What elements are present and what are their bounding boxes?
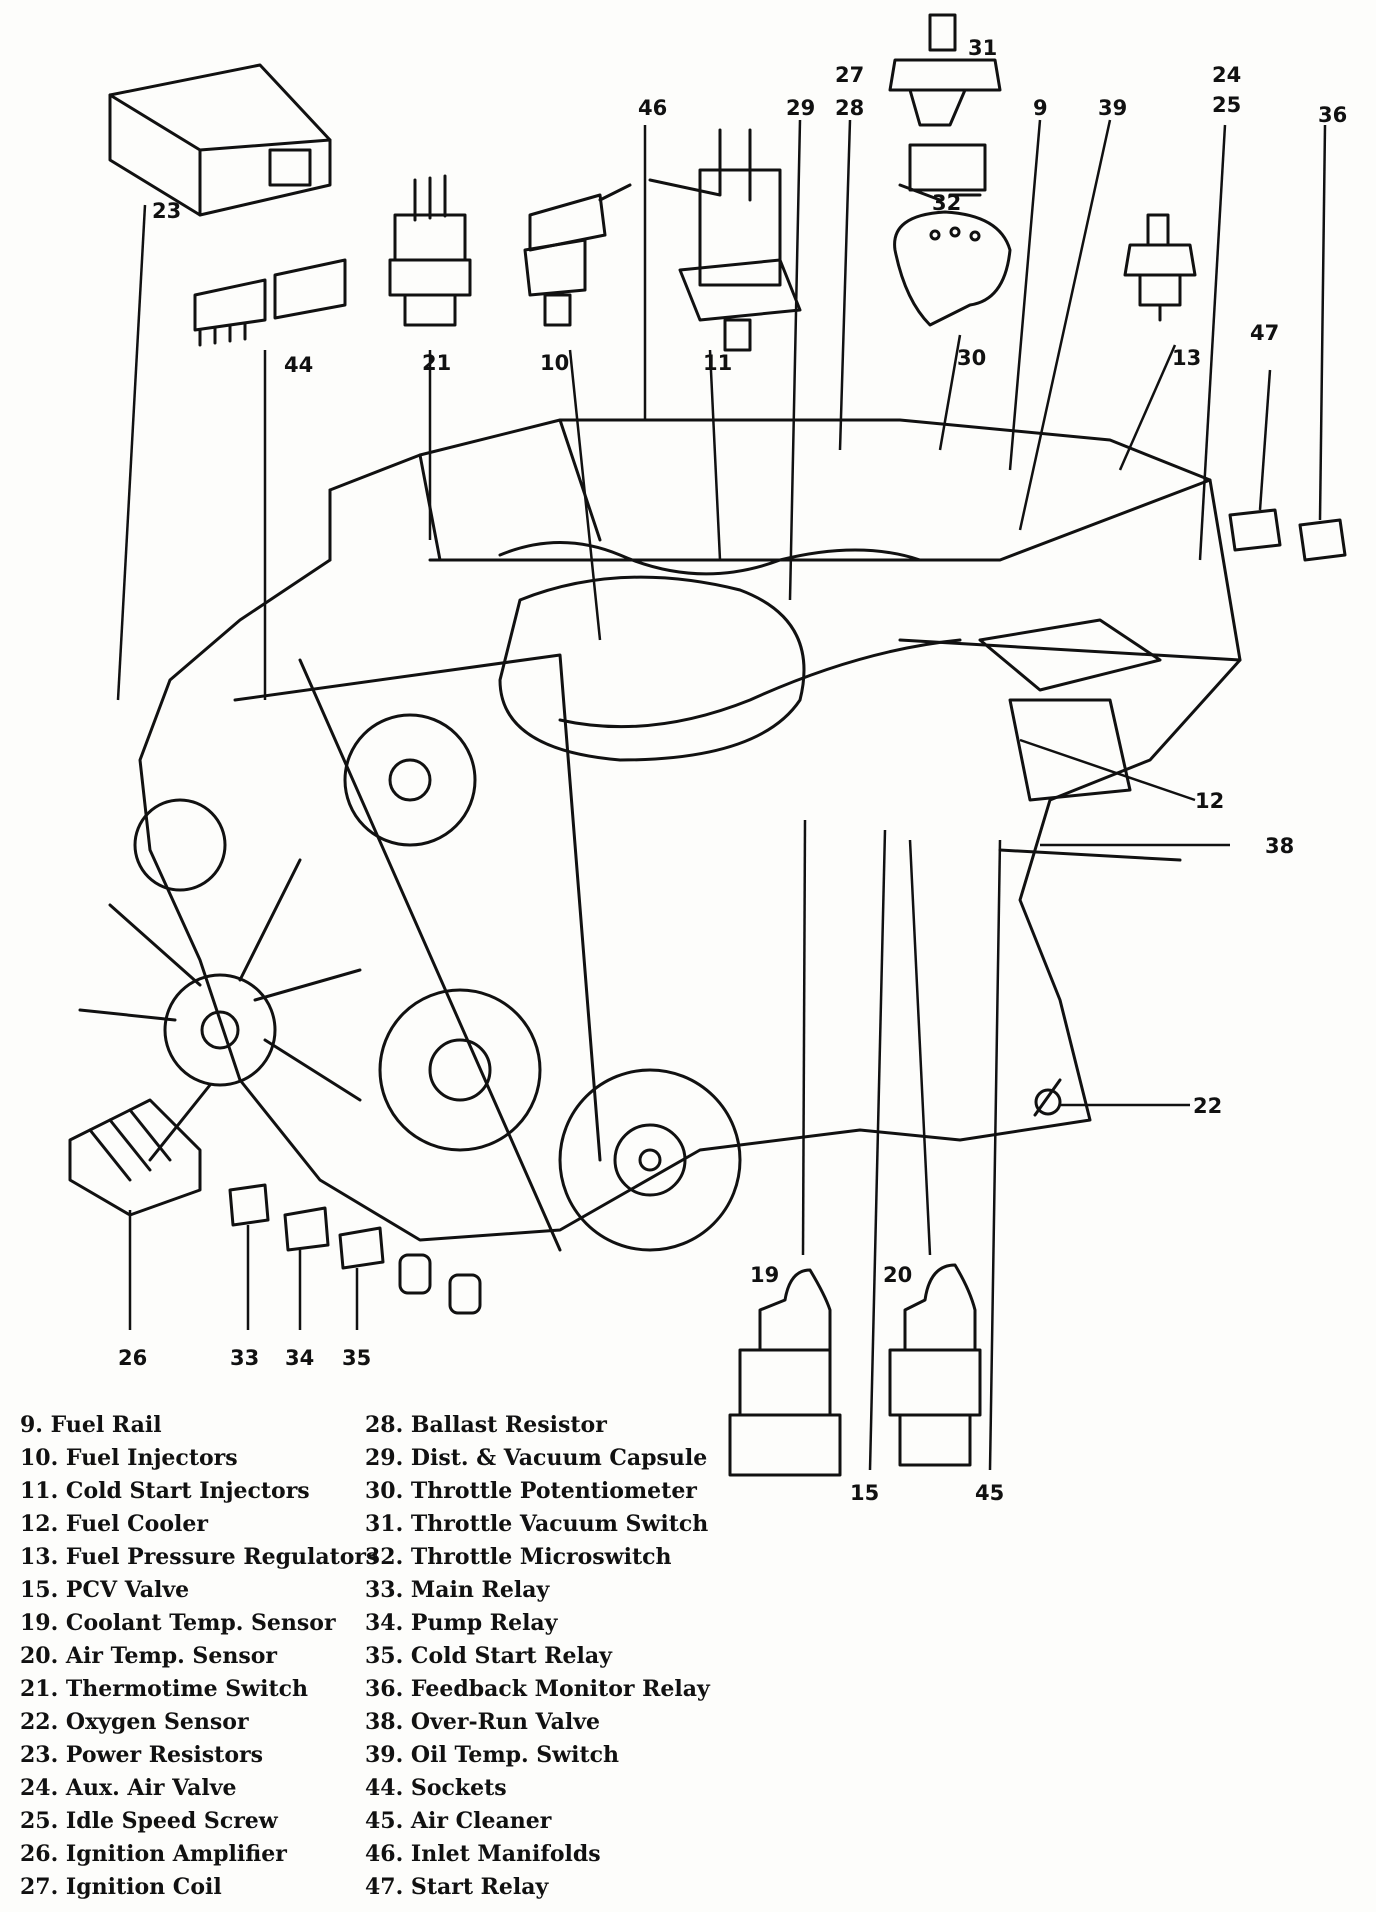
callout-44: 44 xyxy=(284,353,313,377)
callout-47: 47 xyxy=(1250,321,1279,345)
legend-item: 10. Fuel Injectors xyxy=(20,1445,238,1471)
legend-item: 15. PCV Valve xyxy=(20,1577,189,1603)
legend-item: 44. Sockets xyxy=(365,1775,507,1801)
fan-and-pulleys xyxy=(78,653,742,1252)
callout-11: 11 xyxy=(703,351,732,375)
legend-item: 13. Fuel Pressure Regulators xyxy=(20,1544,378,1570)
legend-item: 30. Throttle Potentiometer xyxy=(365,1478,697,1504)
cold-start-injector xyxy=(648,128,802,352)
legend-left: 9. Fuel Rail 10. Fuel Injectors 11. Cold… xyxy=(20,1412,378,1900)
throttle-microswitch xyxy=(898,143,987,202)
legend-item: 39. Oil Temp. Switch xyxy=(365,1742,619,1768)
callout-15: 15 xyxy=(850,1481,879,1505)
callout-28: 28 xyxy=(835,96,864,120)
callout-29: 29 xyxy=(786,96,815,120)
sockets xyxy=(193,258,347,347)
legend-item: 19. Coolant Temp. Sensor xyxy=(20,1610,336,1636)
thermotime-switch xyxy=(388,174,472,327)
callout-46: 46 xyxy=(638,96,667,120)
legend-item: 11. Cold Start Injectors xyxy=(20,1478,310,1504)
legend-item: 20. Air Temp. Sensor xyxy=(20,1643,277,1669)
callout-22: 22 xyxy=(1193,1094,1222,1118)
legend-item: 31. Throttle Vacuum Switch xyxy=(365,1511,708,1537)
callout-27: 27 xyxy=(835,63,864,87)
legend-item: 47. Start Relay xyxy=(365,1874,550,1900)
callout-36: 36 xyxy=(1318,103,1347,127)
legend-item: 23. Power Resistors xyxy=(20,1742,263,1768)
engine-block xyxy=(138,418,1242,1242)
coolant-temp-sensor xyxy=(728,1268,842,1477)
callout-35: 35 xyxy=(342,1346,371,1370)
legend-item: 35. Cold Start Relay xyxy=(365,1643,613,1669)
ignition-amplifier xyxy=(68,1098,202,1217)
legend-item: 36. Feedback Monitor Relay xyxy=(365,1676,711,1702)
legend-item: 34. Pump Relay xyxy=(365,1610,559,1636)
fuel-injector-detail xyxy=(523,183,632,327)
legend-item: 45. Air Cleaner xyxy=(365,1808,552,1834)
legend-item: 38. Over-Run Valve xyxy=(365,1709,600,1735)
legend-item: 26. Ignition Amplifier xyxy=(20,1841,287,1867)
callout-12: 12 xyxy=(1195,789,1224,813)
callout-25: 25 xyxy=(1212,93,1241,117)
fuel-pressure-regulator xyxy=(1123,213,1197,322)
plug-cap xyxy=(398,1253,432,1295)
callout-10: 10 xyxy=(540,351,569,375)
legend-item: 24. Aux. Air Valve xyxy=(20,1775,237,1801)
legend-item: 22. Oxygen Sensor xyxy=(20,1709,249,1735)
callout-30: 30 xyxy=(957,346,986,370)
power-resistors xyxy=(108,63,332,217)
legend-item: 46. Inlet Manifolds xyxy=(365,1841,601,1867)
legend-item: 9. Fuel Rail xyxy=(20,1412,162,1438)
legend-item: 12. Fuel Cooler xyxy=(20,1511,208,1537)
callout-19: 19 xyxy=(750,1263,779,1287)
callout-45: 45 xyxy=(975,1481,1004,1505)
legend-item: 21. Thermotime Switch xyxy=(20,1676,308,1702)
callout-32: 32 xyxy=(932,191,961,215)
legend-item: 29. Dist. & Vacuum Capsule xyxy=(365,1445,707,1471)
callout-9: 9 xyxy=(1033,96,1048,120)
callout-38: 38 xyxy=(1265,834,1294,858)
legend-right: 28. Ballast Resistor 29. Dist. & Vacuum … xyxy=(365,1412,711,1900)
inlet-manifolds xyxy=(498,541,1182,862)
cold-start-relay xyxy=(338,1226,385,1270)
callout-23: 23 xyxy=(152,199,181,223)
throttle-vacuum-switch xyxy=(888,13,1002,127)
callout-13: 13 xyxy=(1172,346,1201,370)
callout-33: 33 xyxy=(230,1346,259,1370)
callout-20: 20 xyxy=(883,1263,912,1287)
legend-item: 28. Ballast Resistor xyxy=(365,1412,607,1438)
callout-26: 26 xyxy=(118,1346,147,1370)
legend-item: 32. Throttle Microswitch xyxy=(365,1544,672,1570)
main-relay xyxy=(228,1183,270,1227)
oxygen-sensor xyxy=(1033,1078,1062,1117)
throttle-potentiometer xyxy=(893,210,1012,327)
air-temp-sensor xyxy=(888,1263,982,1467)
start-relay xyxy=(1228,508,1282,552)
callout-34: 34 xyxy=(285,1346,314,1370)
callout-24: 24 xyxy=(1212,63,1241,87)
callout-31: 31 xyxy=(968,36,997,60)
callout-39: 39 xyxy=(1098,96,1127,120)
legend-item: 25. Idle Speed Screw xyxy=(20,1808,279,1834)
callout-21: 21 xyxy=(422,351,451,375)
legend-item: 27. Ignition Coil xyxy=(20,1874,222,1900)
pump-relay xyxy=(283,1206,330,1252)
plug-cap xyxy=(448,1273,482,1315)
feedback-monitor-relay xyxy=(1298,518,1347,562)
legend-item: 33. Main Relay xyxy=(365,1577,550,1603)
